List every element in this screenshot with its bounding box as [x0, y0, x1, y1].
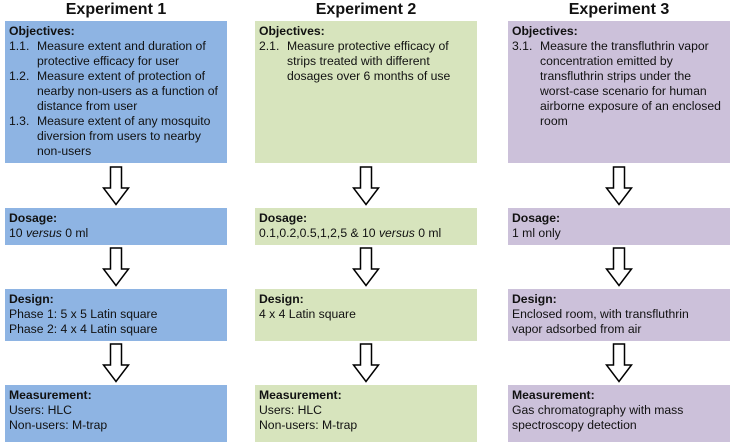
dosage-value-end: 0 ml: [61, 226, 89, 240]
design-line: 4 x 4 Latin square: [259, 307, 356, 321]
measurement-line: Users: HLC: [259, 403, 322, 417]
design-line: Phase 2: 4 x 4 Latin square: [9, 322, 158, 336]
design-label: Design:: [512, 292, 557, 306]
dosage-value-start: 10: [9, 226, 26, 240]
measurement-label: Measurement:: [512, 388, 595, 402]
experiment-1-measurement-box: Measurement: Users: HLC Non-users: M-tra…: [5, 385, 227, 442]
objectives-label: Objectives:: [9, 24, 75, 38]
experiment-1-title: Experiment 1: [65, 1, 167, 18]
experiment-1-objectives-box: Objectives: 1.1. Measure extent and dura…: [5, 21, 227, 163]
measurement-label: Measurement:: [9, 388, 92, 402]
dosage-value: 10 versus 0 ml: [9, 226, 223, 241]
experiment-1-column: Experiment 1 Objectives: 1.1. Measure ex…: [5, 0, 227, 445]
down-arrow-icon: [102, 247, 130, 287]
down-arrow-icon: [102, 343, 130, 383]
measurement-label: Measurement:: [259, 388, 342, 402]
experiment-3-title: Experiment 3: [568, 1, 670, 18]
objective-text: Measure extent and duration of protectiv…: [37, 39, 206, 68]
experiment-3-objectives-box: Objectives: 3.1. Measure the transfluthr…: [508, 21, 730, 163]
objective-number: 3.1.: [512, 39, 533, 53]
dosage-value: 1 ml only: [512, 226, 561, 240]
objective-item: 1.3. Measure extent of any mosquito dive…: [9, 114, 223, 159]
objectives-label: Objectives:: [259, 24, 325, 38]
objective-text: Measure extent of protection of nearby n…: [37, 69, 218, 113]
objective-text: Measure protective efficacy of strips tr…: [287, 39, 451, 83]
experiment-3-dosage-box: Dosage: 1 ml only: [508, 208, 730, 245]
experiment-3-column: Experiment 3 Objectives: 3.1. Measure th…: [508, 0, 730, 445]
design-label: Design:: [259, 292, 304, 306]
objectives-label: Objectives:: [512, 24, 578, 38]
measurement-line: Non-users: M-trap: [259, 418, 358, 432]
down-arrow-icon: [352, 166, 380, 206]
experiment-2-dosage-box: Dosage: 0.1,0.2,0.5,1,2,5 & 10 versus 0 …: [255, 208, 477, 245]
dosage-value-start: 0.1,0.2,0.5,1,2,5 & 10: [259, 226, 379, 240]
down-arrow-icon: [605, 247, 633, 287]
design-label: Design:: [9, 292, 54, 306]
objective-item: 2.1. Measure protective efficacy of stri…: [259, 39, 473, 84]
measurement-line: spectroscopy detection: [512, 418, 637, 432]
experiment-3-measurement-box: Measurement: Gas chromatography with mas…: [508, 385, 730, 442]
dosage-label: Dosage:: [512, 211, 561, 225]
measurement-line: Users: HLC: [9, 403, 72, 417]
design-line: vapor adsorbed from air: [512, 322, 642, 336]
experiment-2-column: Experiment 2 Objectives: 2.1. Measure pr…: [255, 0, 477, 445]
experiment-1-dosage-box: Dosage: 10 versus 0 ml: [5, 208, 227, 245]
experiment-2-objectives-box: Objectives: 2.1. Measure protective effi…: [255, 21, 477, 163]
design-line: Enclosed room, with transfluthrin: [512, 307, 689, 321]
down-arrow-icon: [605, 343, 633, 383]
experiment-3-design-box: Design: Enclosed room, with transfluthri…: [508, 289, 730, 341]
design-line: Phase 1: 5 x 5 Latin square: [9, 307, 158, 321]
dosage-value-end: 0 ml: [414, 226, 442, 240]
dosage-value: 0.1,0.2,0.5,1,2,5 & 10 versus 0 ml: [259, 226, 473, 241]
dosage-versus: versus: [378, 226, 415, 240]
objective-item: 3.1. Measure the transfluthrin vapor con…: [512, 39, 726, 129]
experiment-2-measurement-box: Measurement: Users: HLC Non-users: M-tra…: [255, 385, 477, 442]
down-arrow-icon: [102, 166, 130, 206]
objective-number: 1.1.: [9, 39, 30, 53]
experiment-2-title: Experiment 2: [315, 1, 417, 18]
down-arrow-icon: [605, 166, 633, 206]
experiment-2-design-box: Design: 4 x 4 Latin square: [255, 289, 477, 341]
dosage-versus: versus: [25, 226, 62, 240]
dosage-label: Dosage:: [9, 211, 58, 225]
objective-number: 1.3.: [9, 114, 30, 128]
down-arrow-icon: [352, 247, 380, 287]
dosage-label: Dosage:: [259, 211, 308, 225]
experiment-1-design-box: Design: Phase 1: 5 x 5 Latin square Phas…: [5, 289, 227, 341]
down-arrow-icon: [352, 343, 380, 383]
objective-text: Measure the transfluthrin vapor concentr…: [540, 39, 721, 128]
objective-number: 2.1.: [259, 39, 280, 53]
objective-number: 1.2.: [9, 69, 30, 83]
objective-item: 1.1. Measure extent and duration of prot…: [9, 39, 223, 69]
objective-item: 1.2. Measure extent of protection of nea…: [9, 69, 223, 114]
measurement-line: Gas chromatography with mass: [512, 403, 684, 417]
objective-text: Measure extent of any mosquito diversion…: [37, 114, 211, 158]
measurement-line: Non-users: M-trap: [9, 418, 108, 432]
